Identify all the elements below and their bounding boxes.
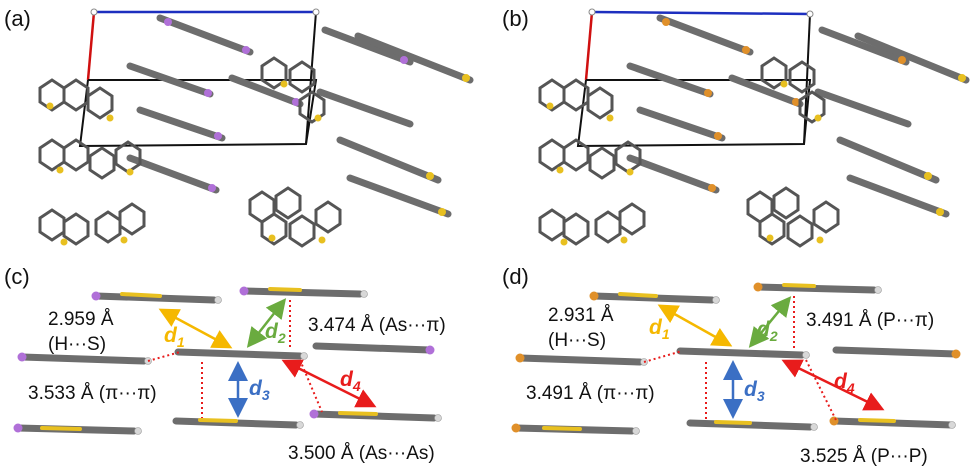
- hydrogen-atoms-c: [134, 290, 442, 435]
- stacked-molecules-b: [626, 14, 970, 218]
- p-p-label-d: 3.525 Å (P···P): [800, 446, 928, 467]
- sulfur-bars-d: [542, 283, 896, 431]
- hydrogen-atoms-d: [632, 286, 956, 435]
- d1-label-c: d1: [164, 324, 185, 350]
- d4-label-d: d4: [834, 370, 855, 396]
- contacts-c: [147, 300, 323, 418]
- unit-cell-b: [576, 8, 814, 148]
- heteroatoms-a: [164, 18, 470, 216]
- d3-label-c: d3: [249, 377, 270, 403]
- p-pi-label-d: 3.491 Å (P···π): [806, 310, 934, 331]
- d1-label-d: d1: [649, 316, 670, 342]
- d2-arrow-d: [748, 296, 792, 348]
- face-on-molecules-b: [538, 56, 840, 248]
- as-pi-label-c: 3.474 Å (As···π): [308, 315, 446, 336]
- d2-label-d: d2: [757, 318, 778, 344]
- panel-label-c: (c): [4, 264, 30, 289]
- d2-arrow-c: [246, 298, 287, 348]
- hs-value-d: 2.931 Å: [548, 305, 614, 326]
- heteroatoms-b: [662, 18, 966, 216]
- d4-arrow-c: [281, 359, 377, 408]
- panel-b-packing: [538, 8, 970, 248]
- d4-label-c: d4: [340, 368, 361, 394]
- hs-label-d: (H···S): [548, 330, 606, 351]
- pipi-label-c: 3.533 Å (π···π): [28, 383, 157, 404]
- panel-d-interactions: d1 d2 d3 d4 2.931 Å (H···S) 3.491 Å (π··…: [511, 282, 961, 467]
- as-as-label-c: 3.500 Å (As···As): [288, 443, 435, 464]
- d1-arrow-d: [657, 304, 733, 347]
- hs-value-c: 2.959 Å: [48, 309, 114, 330]
- panel-a-packing: [38, 8, 474, 248]
- d3-label-d: d3: [744, 378, 765, 404]
- phosphorus-atoms-d: [511, 282, 961, 433]
- panel-label-d: (d): [502, 264, 529, 289]
- stacked-molecules-a: [126, 14, 474, 218]
- d1-arrow-c: [158, 308, 233, 349]
- d2-label-c: d2: [265, 320, 286, 346]
- hs-label-c: (H···S): [48, 334, 106, 355]
- sulfur-atoms-b: [546, 80, 824, 246]
- panel-c-interactions: d1 d2 d3 d4 2.959 Å (H···S) 3.533 Å (π··…: [13, 286, 446, 464]
- sulfur-bars-c: [40, 287, 378, 431]
- panel-label-b: (b): [502, 6, 529, 31]
- arsenic-atoms-c: [13, 286, 435, 433]
- face-on-molecules-a: [38, 56, 342, 248]
- molecules-c: [14, 287, 438, 435]
- panel-label-a: (a): [4, 6, 31, 31]
- pipi-label-d: 3.491 Å (π···π): [526, 383, 655, 404]
- d4-arrow-d: [781, 359, 885, 411]
- sulfur-atoms-a: [46, 80, 326, 246]
